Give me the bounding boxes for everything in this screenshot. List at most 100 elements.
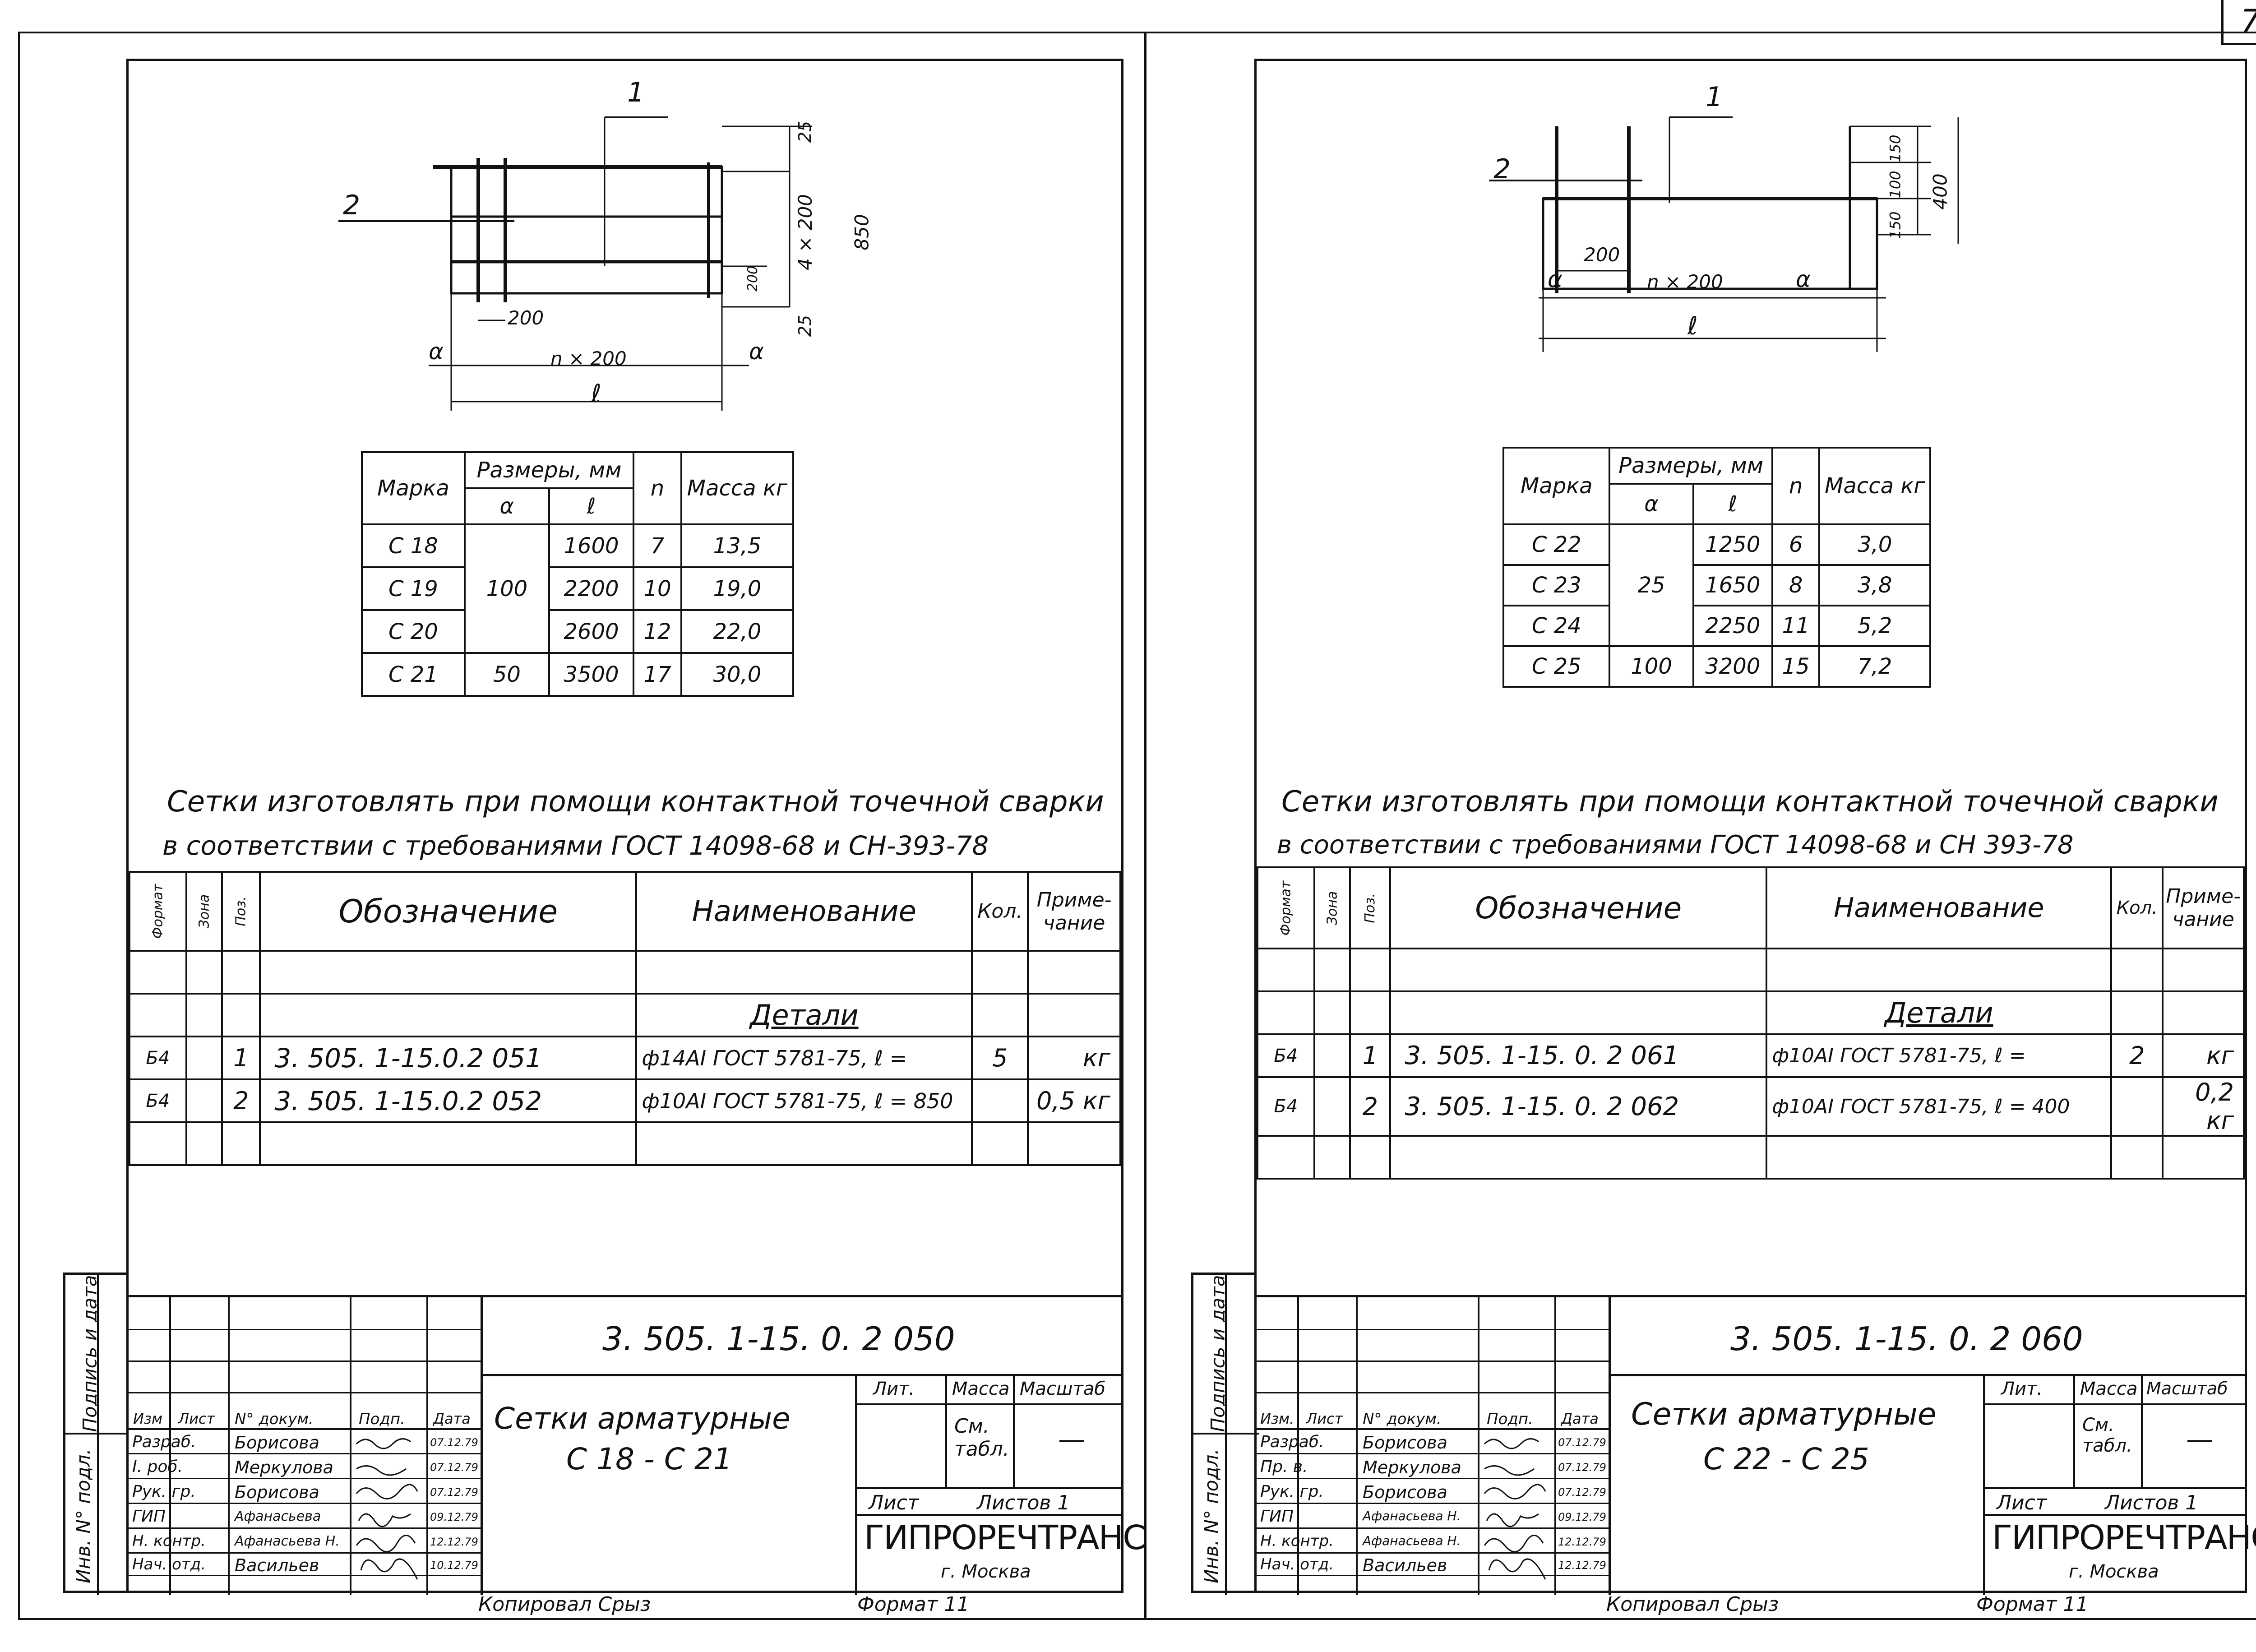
th-name: Наименование — [1766, 866, 2113, 949]
cell-qty: 5 — [971, 1036, 1029, 1080]
left-dim-n200: n × 200 — [550, 347, 627, 370]
cell-mark: С 22 — [1502, 523, 1611, 566]
right-title-block: 3. 505. 1-15. 0. 2 060 Сетки арматурные … — [1257, 1295, 2256, 1595]
person-date: 09.12.79 — [430, 1511, 478, 1523]
cell-mark: С 23 — [1502, 564, 1611, 606]
th-n: n — [633, 451, 682, 525]
th-l: ℓ — [548, 487, 635, 525]
left-dim-pos2: 2 — [343, 190, 361, 221]
side-sign-label: Подпись и дата — [1207, 1275, 1229, 1432]
stamp-signature-grid: Изм Лист N° докум. Подп. Дата Разраб. Бо… — [129, 1297, 481, 1595]
right-spec-table: Формат Зона Поз. Обозначение Наименовани… — [1257, 866, 2245, 1180]
cell-note: 0,2 кг — [2162, 1076, 2245, 1137]
cell-l: 2250 — [1692, 605, 1773, 647]
cell-mass: 19,0 — [680, 566, 795, 611]
stamp-scale-value: — — [2186, 1424, 2213, 1455]
right-dim-n200: n × 200 — [1647, 271, 1723, 293]
cell-a: 100 — [463, 523, 550, 654]
mesh-outline — [450, 166, 723, 295]
stamp-h-scale: Масштаб — [1020, 1379, 1106, 1399]
person-name: Афанасьева Н. — [235, 1533, 340, 1549]
cell-n: 17 — [633, 652, 682, 697]
right-dim-100: 100 — [1886, 171, 1904, 199]
cell-name: ф14АI ГОСТ 5781-75, ℓ = — [635, 1036, 973, 1080]
cell-mark: С 19 — [361, 566, 466, 611]
cell-format: Б4 — [1257, 1033, 1315, 1078]
right-mesh-drawing — [1489, 116, 1959, 352]
th-format: Формат — [1257, 866, 1315, 949]
right-dim-200: 200 — [1584, 244, 1620, 266]
right-note-line2: в соответствии с требованиями ГОСТ 14098… — [1277, 830, 2074, 860]
stamp-h-mass: Масса — [2080, 1379, 2138, 1399]
person-date: 07.12.79 — [430, 1436, 478, 1449]
page-border — [18, 32, 2256, 1620]
cell-a: 100 — [1609, 645, 1694, 688]
right-note-line1: Сетки изготовлять при помощи контактной … — [1281, 785, 2219, 819]
stamp-doc-code: 3. 505. 1-15. 0. 2 050 — [602, 1320, 955, 1358]
cell-mark: С 25 — [1502, 645, 1611, 688]
stamp-title-line2: С 22 - С 25 — [1703, 1442, 1869, 1476]
person-name: Афанасьева — [235, 1509, 321, 1524]
cell-n: 12 — [633, 609, 682, 654]
th-qty: Кол. — [971, 871, 1029, 952]
th-zone: Зона — [185, 871, 223, 952]
person-date: 09.12.79 — [1558, 1511, 1606, 1523]
person-name: Васильев — [1363, 1555, 1447, 1575]
cell-designation: 3. 505. 1-15.0.2 051 — [259, 1036, 638, 1080]
person-date: 07.12.79 — [1558, 1436, 1606, 1449]
right-dim-a1: α — [1548, 266, 1563, 292]
stamp-h-list: Лист — [1306, 1410, 1343, 1427]
person-date: 07.12.79 — [1558, 1486, 1606, 1499]
cell-l: 3500 — [548, 652, 635, 697]
person-name: Борисова — [235, 1433, 319, 1453]
th-zone: Зона — [1313, 866, 1351, 949]
cell-pos: 2 — [1349, 1076, 1392, 1137]
stamp-h-list: Лист — [178, 1410, 215, 1427]
cell-note: кг — [1027, 1036, 1121, 1080]
section-label: Детали — [1766, 990, 2113, 1035]
cell-l: 2600 — [548, 609, 635, 654]
stamp-title-line1: Сетки арматурные — [1631, 1397, 1937, 1432]
th-format: Формат — [129, 871, 187, 952]
right-dim-150-bottom: 150 — [1886, 211, 1904, 239]
left-side-strip: Подпись и дата Инв. N° подл. — [63, 1273, 129, 1595]
cell-format: Б4 — [129, 1078, 187, 1123]
person-role: Н. контр. — [132, 1532, 206, 1550]
cell-qty — [2110, 1076, 2164, 1137]
stamp-h-scale: Масштаб — [2146, 1379, 2228, 1398]
th-mass: Масса кг — [680, 451, 795, 525]
stamp-h-sheets: Листов 1 — [2105, 1491, 2198, 1514]
cell-mass: 3,0 — [1818, 523, 1931, 566]
person-name: Афанасьева Н. — [1363, 1533, 1461, 1548]
th-designation: Обозначение — [1389, 866, 1768, 949]
cell-mark: С 18 — [361, 523, 466, 568]
person-role: Пр. в. — [1260, 1458, 1308, 1476]
left-dim-a2: α — [749, 338, 764, 365]
person-name: Меркулова — [235, 1458, 333, 1477]
stamp-h-izm: Изм. — [1260, 1410, 1294, 1427]
cell-mass: 3,8 — [1818, 564, 1931, 606]
stamp-h-mass: Масса — [952, 1379, 1010, 1399]
cell-pos: 2 — [221, 1078, 261, 1123]
cell-name: ф10АI ГОСТ 5781-75, ℓ = 400 — [1766, 1076, 2113, 1137]
stamp-h-sheet: Лист — [1997, 1491, 2047, 1514]
cell-qty: 2 — [2110, 1033, 2164, 1078]
person-name: Борисова — [1363, 1482, 1447, 1502]
stamp-h-podp: Подп. — [359, 1410, 405, 1428]
stamp-org: ГИПРОРЕЧТРАНС — [1992, 1518, 2256, 1557]
person-date: 07.12.79 — [1558, 1461, 1606, 1474]
cell-n: 15 — [1771, 645, 1821, 688]
left-spec-table: Формат Зона Поз. Обозначение Наименовани… — [129, 871, 1121, 1166]
person-role: Н. контр. — [1260, 1532, 1334, 1550]
th-note: Приме-чание — [1027, 871, 1121, 952]
right-dim-pos2: 2 — [1493, 153, 1511, 185]
stamp-h-podp: Подп. — [1487, 1410, 1533, 1428]
th-mark: Марка — [361, 451, 466, 525]
cell-n: 10 — [633, 566, 682, 611]
left-dim-pos1: 1 — [627, 77, 645, 108]
signature-scribbles — [1484, 1438, 1546, 1580]
stamp-h-data: Дата — [1561, 1410, 1599, 1427]
stamp-title-line2: С 18 - С 21 — [566, 1442, 732, 1476]
cell-mark: С 20 — [361, 609, 466, 654]
th-a: α — [463, 487, 550, 525]
